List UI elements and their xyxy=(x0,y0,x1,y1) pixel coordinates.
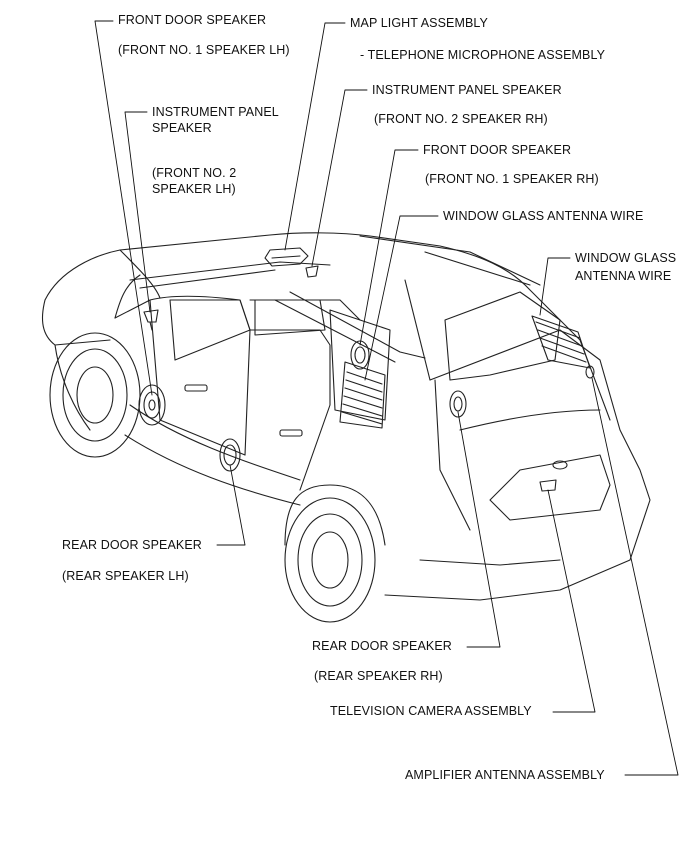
label-rear-door-speaker-rh-sub: (REAR SPEAKER RH) xyxy=(314,669,443,683)
window-glass-antenna-rear xyxy=(531,315,595,379)
label-front-door-speaker-lh-sub: (FRONT NO. 1 SPEAKER LH) xyxy=(118,43,290,57)
label-window-glass-antenna-wire-right-line1: WINDOW GLASS xyxy=(575,251,677,265)
label-front-door-speaker-rh-sub: (FRONT NO. 1 SPEAKER RH) xyxy=(425,172,599,186)
label-map-light-assembly: MAP LIGHT ASSEMBLY xyxy=(350,16,488,30)
label-window-glass-antenna-wire-right-line2: ANTENNA WIRE xyxy=(575,269,672,283)
front-door-speaker-lh-part xyxy=(138,384,166,426)
label-telephone-microphone: - TELEPHONE MICROPHONE ASSEMBLY xyxy=(360,48,606,62)
vehicle-body xyxy=(41,232,651,623)
window-glass-antenna-rh-side xyxy=(339,361,386,429)
label-front-door-speaker-rh: FRONT DOOR SPEAKER xyxy=(423,143,572,157)
label-instrument-panel-speaker-rh: INSTRUMENT PANEL SPEAKER xyxy=(372,83,562,97)
label-instrument-panel-speaker-lh-sub2: SPEAKER LH) xyxy=(152,182,236,196)
label-instrument-panel-speaker-lh-line2: SPEAKER xyxy=(152,121,212,135)
label-rear-door-speaker-lh: REAR DOOR SPEAKER xyxy=(62,538,202,552)
label-rear-door-speaker-lh-sub: (REAR SPEAKER LH) xyxy=(62,569,189,583)
label-rear-door-speaker-rh: REAR DOOR SPEAKER xyxy=(312,639,452,653)
telephone-microphone-part xyxy=(305,265,319,278)
front-door-speaker-rh-part xyxy=(350,340,370,370)
label-instrument-panel-speaker-lh-line1: INSTRUMENT PANEL xyxy=(152,105,279,119)
instrument-panel-speaker-lh-part xyxy=(143,309,159,331)
label-instrument-panel-speaker-rh-sub: (FRONT NO. 2 SPEAKER RH) xyxy=(374,112,548,126)
label-television-camera-assembly: TELEVISION CAMERA ASSEMBLY xyxy=(330,704,532,718)
label-instrument-panel-speaker-lh-sub1: (FRONT NO. 2 xyxy=(152,166,237,180)
television-camera-part xyxy=(539,479,557,492)
rear-door-speaker-rh-part xyxy=(449,390,467,418)
label-window-glass-antenna-wire: WINDOW GLASS ANTENNA WIRE xyxy=(443,209,644,223)
label-amplifier-antenna-assembly: AMPLIFIER ANTENNA ASSEMBLY xyxy=(405,768,605,782)
label-front-door-speaker-lh: FRONT DOOR SPEAKER xyxy=(118,13,267,27)
map-light-assembly-part xyxy=(264,247,309,267)
leader-lines xyxy=(94,20,679,776)
